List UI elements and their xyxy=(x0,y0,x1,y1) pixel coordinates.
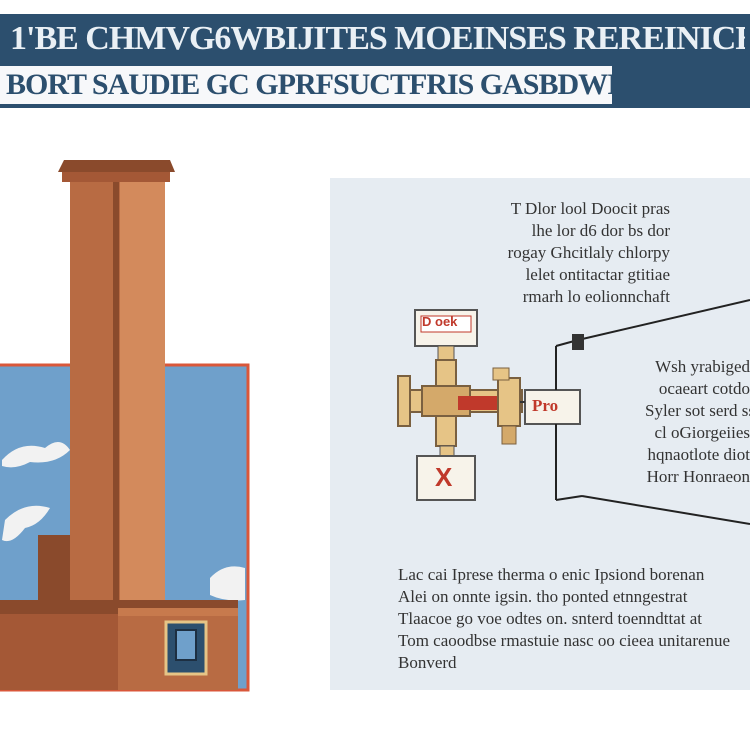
cloud xyxy=(210,566,245,601)
page-subtitle: BORT SAUDIE GC GPRFSUCTFRIS GASBDWIS xyxy=(0,66,612,104)
cloud xyxy=(2,505,50,542)
caption-line: rmarh lo eolionnchaft xyxy=(522,287,670,306)
caption-line: Wsh yrabiged xyxy=(655,357,750,376)
caption-line: hqnaotlote diot xyxy=(647,445,750,464)
caption-line: lelet ontitactar gtitiae xyxy=(525,265,670,284)
chimney-illustration xyxy=(0,160,250,692)
middle-box-label: Pro xyxy=(532,396,559,415)
caption-line: Alei on onnte igsin. tho ponted etnngest… xyxy=(398,587,688,606)
page-title: 1'BE CHMVG6WBIJITES MOEINSES REREINICEHO… xyxy=(10,20,745,57)
valve-red-band xyxy=(458,396,500,410)
caption-line: lhe lor d6 dor bs dor xyxy=(531,221,670,240)
bottom-label-box xyxy=(416,455,476,501)
bottom-box-label: X xyxy=(435,462,453,492)
caption-line: Tom caoodbse rmastuie nasc oo cieea unit… xyxy=(398,631,731,650)
base-shadow xyxy=(0,614,118,690)
caption-line: rogay Ghcitlaly chlorpy xyxy=(507,243,670,262)
chimney-cap-band xyxy=(62,172,170,182)
caption-top: T Dlor lool Doocit pras lhe lor d6 dor b… xyxy=(490,198,670,308)
caption-bottom: Lac cai Iprese therma o enic Ipsiond bor… xyxy=(398,564,748,674)
caption-line: Horr Honraeon xyxy=(646,467,750,486)
caption-line: ocaeart cotdo xyxy=(658,379,750,398)
caption-line: Bonverd xyxy=(398,653,457,672)
valve-schematic xyxy=(397,299,750,525)
caption-side: Wsh yrabiged ocaeart cotdo Syler sot ser… xyxy=(645,356,750,488)
caption-line: T Dlor lool Doocit pras xyxy=(510,199,670,218)
chimney-cap xyxy=(58,160,175,172)
cloud xyxy=(2,441,70,468)
chimney-side xyxy=(120,180,165,605)
caption-line: Syler sot serd ssi xyxy=(645,401,750,420)
caption-line: cl oGiorgeiies xyxy=(654,423,750,442)
bottom-stem xyxy=(439,445,455,457)
actuator xyxy=(497,377,521,427)
caption-line: Tlaacoe go voe odtes on. snterd toenndtt… xyxy=(398,609,703,628)
caption-line: Lac cai Iprese therma o enic Ipsiond bor… xyxy=(398,565,705,584)
door-window xyxy=(175,629,197,661)
middle-label-box xyxy=(524,389,581,425)
top-box-label: D oek xyxy=(422,314,458,329)
connector-upper xyxy=(572,334,584,350)
chimney-stripe xyxy=(113,180,119,605)
top-stem xyxy=(437,345,455,361)
chimney-shaft xyxy=(70,180,120,605)
header-banner: 1'BE CHMVG6WBIJITES MOEINSES REREINICEHO… xyxy=(0,14,750,108)
base-cornice xyxy=(118,608,238,616)
side-building xyxy=(38,535,70,605)
wire-lower xyxy=(555,495,583,501)
left-flange xyxy=(397,375,411,427)
diagram-panel: D oek Pro X T Dlor lool Doocit pras lhe … xyxy=(330,178,750,690)
